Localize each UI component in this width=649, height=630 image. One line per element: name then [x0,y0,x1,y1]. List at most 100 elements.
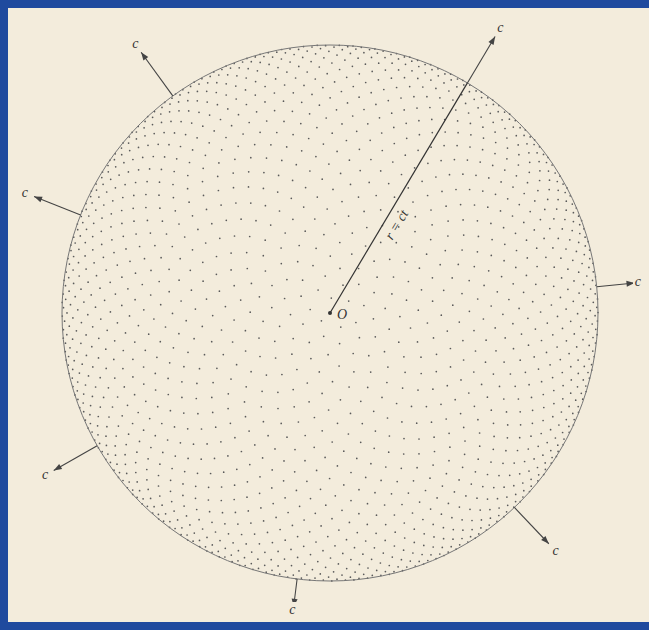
particle-dot [278,175,280,177]
particle-dot [559,359,561,361]
particle-dot [110,226,112,228]
particle-dot [329,97,331,99]
particle-dot [447,220,449,222]
particle-dot [465,103,467,105]
particle-dot [448,503,450,505]
particle-dot [192,149,194,151]
particle-dot [341,123,343,125]
particle-dot [101,244,103,246]
particle-dot [159,495,161,497]
origin-label: O [335,307,349,323]
particle-dot [350,53,352,55]
particle-dot [354,547,356,549]
particle-dot [538,474,540,476]
particle-dot [133,195,135,197]
particle-dot [441,547,443,549]
particle-dot [123,386,125,388]
particle-dot [247,510,249,512]
particle-dot [547,199,549,201]
particle-dot [92,366,94,368]
particle-dot [435,371,437,373]
particle-dot [469,310,471,312]
particle-dot [315,247,317,249]
particle-dot [98,357,100,359]
particle-dot [436,497,438,499]
particle-dot [456,86,458,88]
particle-dot [576,346,578,348]
particle-dot [404,56,406,58]
particle-dot [87,314,89,316]
particle-dot [348,386,350,388]
particle-dot [82,402,84,404]
particle-dot [259,356,261,358]
particle-dot [153,506,155,508]
particle-dot [183,366,185,368]
particle-dot [449,446,451,448]
particle-dot [391,112,393,114]
particle-dot [518,154,520,156]
particle-dot [158,485,160,487]
particle-dot [189,269,191,271]
particle-dot [412,552,414,554]
particle-dot [323,234,325,236]
particle-dot [470,483,472,485]
particle-dot [356,130,358,132]
particle-dot [526,239,528,241]
particle-dot [543,293,545,295]
particle-dot [351,253,353,255]
particle-dot [114,340,116,342]
particle-dot [529,136,531,138]
particle-dot [425,490,427,492]
particle-dot [543,154,545,156]
particle-dot [404,261,406,263]
particle-dot [240,218,242,220]
particle-dot [323,335,325,337]
particle-dot [246,252,248,254]
particle-dot [192,249,194,251]
particle-dot [283,480,285,482]
particle-dot [87,281,89,283]
particle-dot [358,283,360,285]
particle-dot [233,319,235,321]
particle-dot [591,323,593,325]
particle-dot [567,268,569,270]
particle-dot [277,551,279,553]
particle-dot [371,558,373,560]
particle-dot [121,147,123,149]
particle-dot [331,132,333,134]
particle-dot [77,381,79,383]
particle-dot [290,197,292,199]
particle-dot [460,413,462,415]
particle-dot [292,525,294,527]
particle-dot [488,270,490,272]
particle-dot [121,415,123,417]
particle-dot [170,121,172,123]
particle-dot [577,313,579,315]
particle-dot [339,343,341,345]
particle-dot [422,86,424,88]
particle-dot [286,436,288,438]
particle-dot [533,356,535,358]
particle-dot [582,379,584,381]
particle-dot [556,208,558,210]
particle-dot [396,403,398,405]
particle-dot [408,281,410,283]
particle-dot [112,200,114,202]
particle-dot [292,134,294,136]
particle-dot [199,368,201,370]
particle-dot [104,299,106,301]
particle-dot [424,64,426,66]
particle-dot [542,454,544,456]
particle-dot [498,475,500,477]
particle-dot [298,421,300,423]
particle-dot [314,417,316,419]
particle-dot [332,189,334,191]
particle-dot [551,457,553,459]
particle-dot [405,63,407,65]
particle-dot [209,76,211,78]
particle-dot [65,285,67,287]
particle-dot [430,239,432,241]
particle-dot [219,540,221,542]
particle-dot [549,228,551,230]
particle-dot [517,144,519,146]
